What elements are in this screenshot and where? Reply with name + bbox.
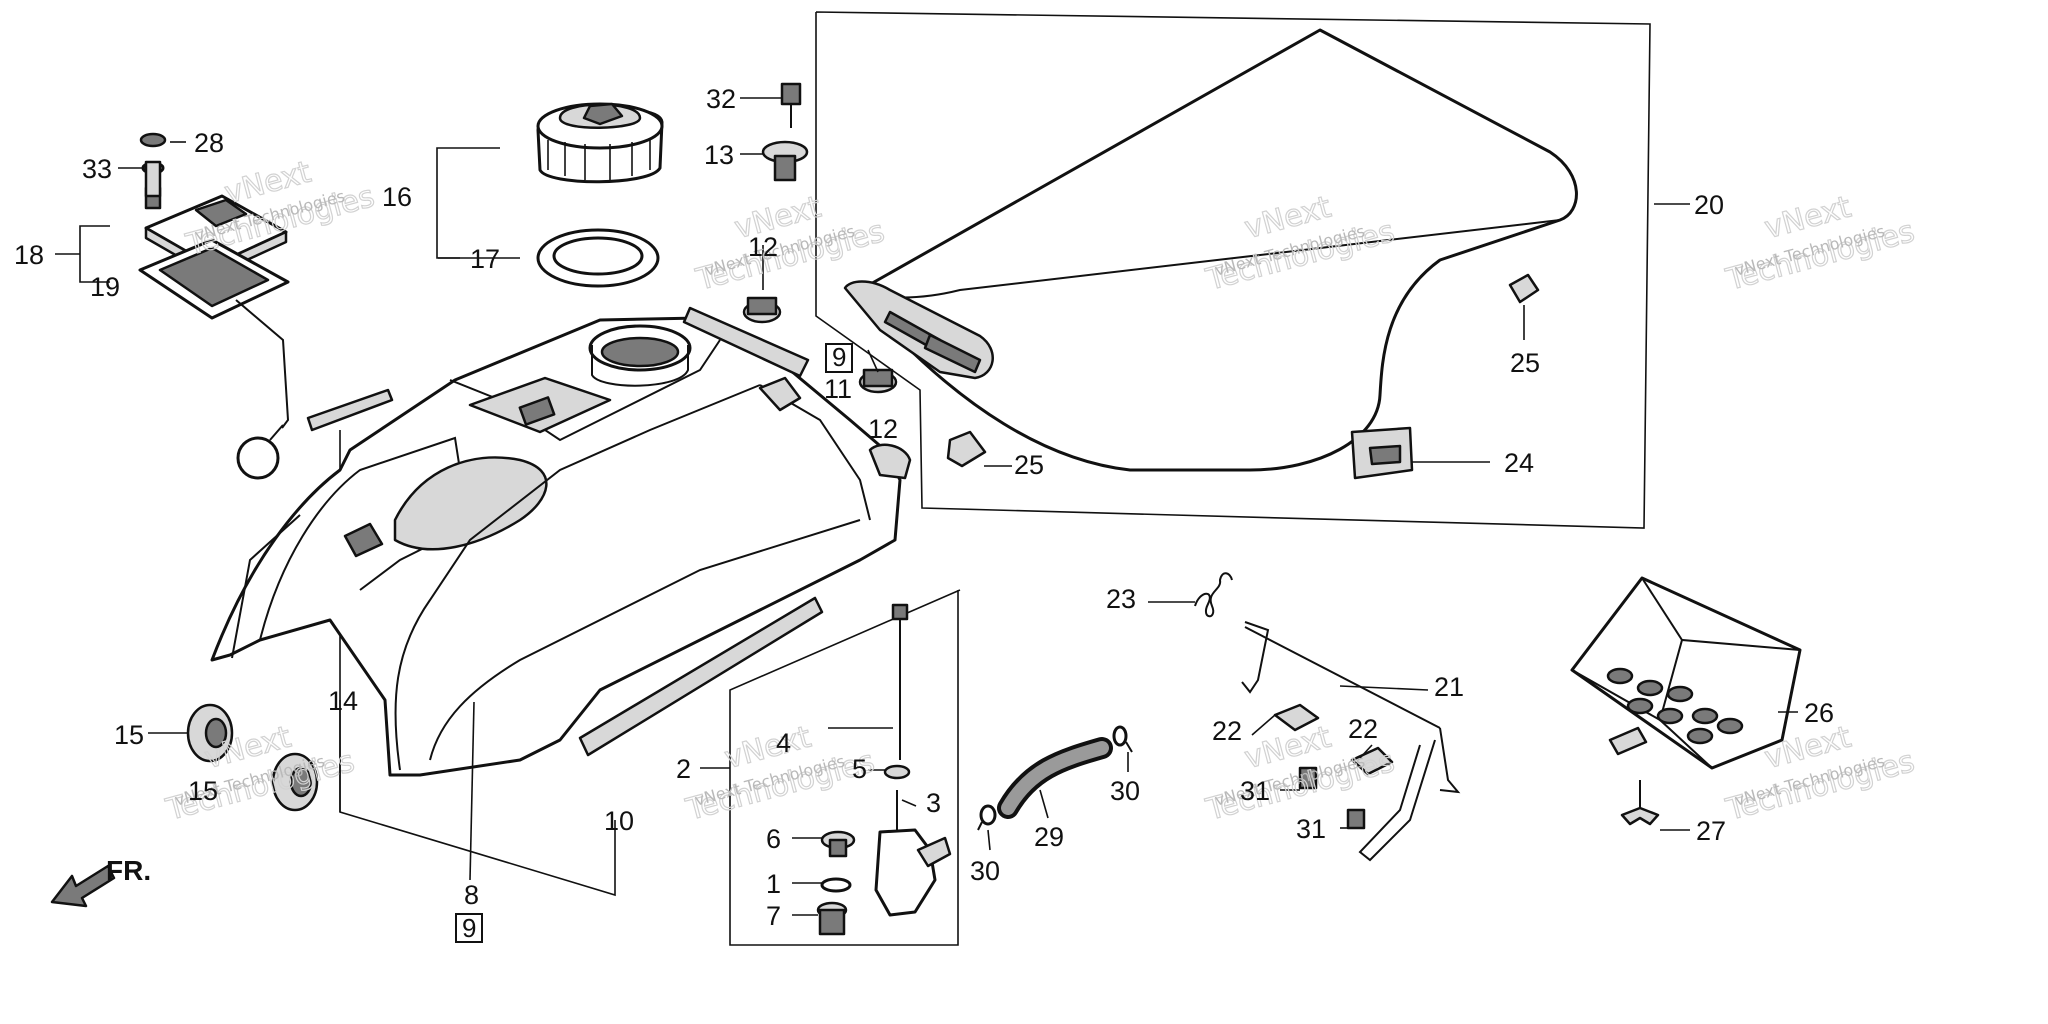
callout-32: 32 [706, 84, 736, 114]
upper-bolt-and-collar [761, 82, 809, 182]
wing-bolt [1620, 780, 1660, 826]
callout-20: 20 [1694, 190, 1724, 220]
callout-22-left: 22 [1212, 716, 1242, 746]
cap-packing [536, 228, 660, 288]
watermark-4: Technologies vNext Technologies vNext [1721, 189, 1918, 299]
callout-30-right: 30 [1110, 776, 1140, 806]
box-9-upper [825, 343, 853, 373]
cap-bracket [436, 147, 500, 259]
callout-22-right: 22 [1348, 714, 1378, 744]
callout-16: 16 [382, 182, 412, 212]
tube-clips [977, 725, 1133, 831]
fuel-cap [536, 102, 664, 184]
watermark-6: Technologies vNext Technologies vNext [681, 719, 878, 829]
seat [843, 28, 1578, 472]
tank-cushion-long [578, 596, 824, 757]
tool-tray [1570, 576, 1802, 770]
callout-14: 14 [328, 686, 358, 716]
callout-19: 19 [90, 272, 120, 302]
seat-assembly-frame [815, 11, 1651, 529]
callout-30-left: 30 [970, 856, 1000, 886]
callout-15-upper: 15 [114, 720, 144, 750]
callout-29: 29 [1034, 822, 1064, 852]
fuel-tube [997, 737, 1113, 819]
seat-rubber-cushions [946, 273, 1540, 480]
callout-7: 7 [766, 901, 781, 931]
callout-4: 4 [776, 728, 791, 758]
callout-2: 2 [676, 754, 691, 784]
callout-9-upper: 9 [832, 342, 846, 372]
fuel-petcock [816, 603, 952, 936]
fuel-tank [210, 316, 912, 777]
watermark-2: Technologies vNext Technologies vNext [691, 189, 888, 299]
seat-grommets [742, 296, 898, 394]
front-label: FR. [106, 855, 151, 886]
callout-9-lower: 9 [462, 913, 476, 943]
callout-12-upper: 12 [748, 232, 778, 262]
tank-grommets [186, 703, 319, 812]
callout-8: 8 [464, 880, 479, 910]
callout-3: 3 [926, 788, 941, 818]
callout-31-upper: 31 [1240, 776, 1270, 806]
seat-lock-spring [1194, 572, 1233, 618]
callout-6: 6 [766, 824, 781, 854]
petcock-assembly-frame [729, 589, 961, 946]
tank-cushion-small [306, 388, 394, 432]
callout-25-left: 25 [1014, 450, 1044, 480]
callout-10: 10 [604, 806, 634, 836]
tank-strip [682, 306, 810, 378]
callout-31-lower: 31 [1296, 814, 1326, 844]
callout-25-right: 25 [1510, 348, 1540, 378]
callout-18: 18 [14, 240, 44, 270]
watermark-5: Technologies vNext Technologies vNext [161, 719, 358, 829]
front-direction-arrow: FR. [50, 855, 151, 908]
box-9-lower [455, 913, 483, 943]
callout-11: 11 [824, 374, 852, 404]
callout-33: 33 [82, 154, 112, 184]
callout-1: 1 [766, 869, 781, 899]
callout-23: 23 [1106, 584, 1136, 614]
callout-5: 5 [852, 754, 867, 784]
callout-27: 27 [1696, 816, 1726, 846]
leader-lines [118, 97, 1798, 916]
callout-15-lower: 15 [188, 776, 218, 806]
callout-17: 17 [470, 244, 500, 274]
callout-28: 28 [194, 128, 224, 158]
callout-24: 24 [1504, 448, 1534, 478]
callout-21: 21 [1434, 672, 1464, 702]
fuel-meter [138, 132, 290, 480]
meter-bracket [55, 225, 110, 283]
callout-26: 26 [1804, 698, 1834, 728]
callout-13: 13 [704, 140, 734, 170]
callout-labels: 28 33 18 19 16 17 32 13 12 9 11 12 20 25… [14, 84, 1834, 943]
seat-lock-rod [1241, 621, 1461, 862]
callout-12-lower: 12 [868, 414, 898, 444]
